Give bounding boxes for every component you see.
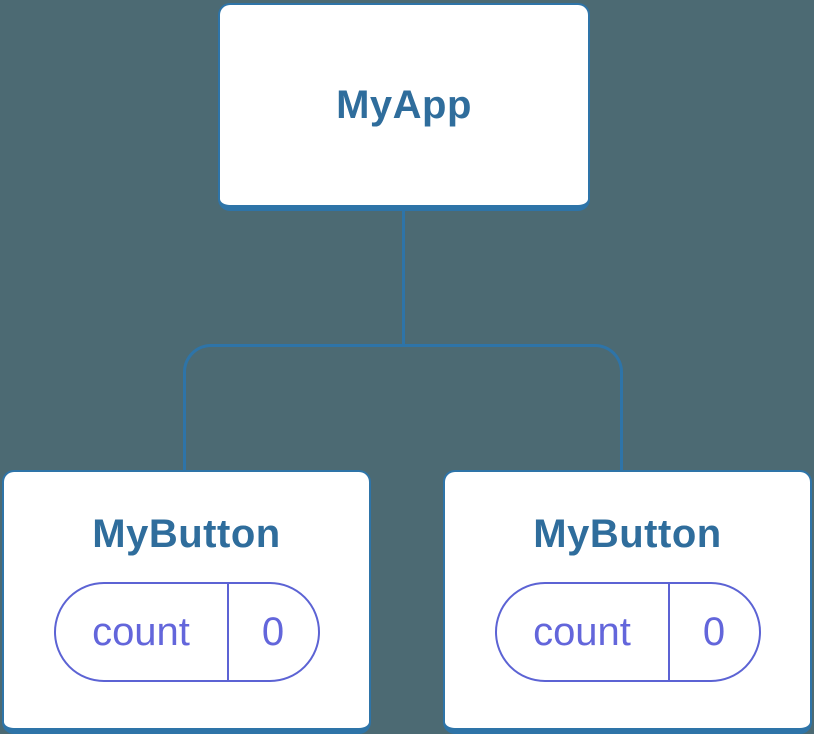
- state-value-cell: 0: [226, 584, 318, 680]
- component-card-mybutton-right: MyButton count 0: [443, 470, 812, 734]
- state-value-label: 0: [702, 609, 726, 654]
- state-key-label: count: [533, 609, 631, 654]
- component-card-myapp: MyApp: [218, 3, 590, 211]
- state-key-cell: count: [497, 584, 668, 680]
- state-value-cell: 0: [667, 584, 759, 680]
- component-label-mybutton-left: MyButton: [92, 512, 281, 556]
- state-value-label: 0: [261, 609, 285, 654]
- state-pill-left: count 0: [53, 582, 320, 682]
- tree-connector-bracket: [183, 344, 623, 470]
- component-card-mybutton-left: MyButton count 0: [2, 470, 371, 734]
- state-key-label: count: [92, 609, 190, 654]
- state-pill-right: count 0: [494, 582, 761, 682]
- component-label-myapp: MyApp: [336, 83, 472, 127]
- state-key-cell: count: [56, 584, 227, 680]
- tree-connector-stem: [402, 211, 405, 347]
- component-label-mybutton-right: MyButton: [533, 512, 722, 556]
